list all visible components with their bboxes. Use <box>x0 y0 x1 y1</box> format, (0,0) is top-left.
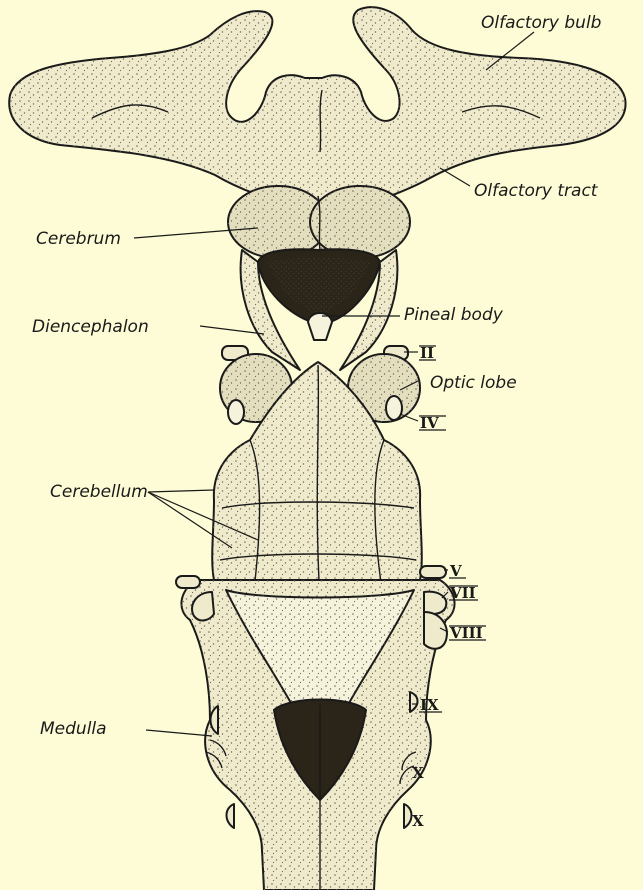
nerve-label-v: V <box>449 562 462 580</box>
label-optic-lobe: Optic lobe <box>430 373 517 393</box>
nerve-label-vii: VII <box>449 584 476 602</box>
nerve-label-viii: VIII <box>449 624 483 642</box>
nerve-label-ii: II <box>420 344 434 362</box>
medulla <box>181 580 454 890</box>
label-medulla: Medulla <box>40 719 107 739</box>
nerve-label-ix: IX <box>420 696 439 714</box>
third-ventricle <box>258 249 380 322</box>
pineal-body <box>308 313 332 340</box>
label-pineal-body: Pineal body <box>404 305 504 325</box>
label-cerebellum: Cerebellum <box>50 482 148 502</box>
label-cerebrum: Cerebrum <box>36 229 121 249</box>
nerve-label-x-upper: X <box>412 764 424 782</box>
nerve-label-x-lower: X <box>412 812 424 830</box>
label-olfactory-tract: Olfactory tract <box>474 181 599 201</box>
label-olfactory-bulb: Olfactory bulb <box>481 13 601 33</box>
nerve-label-iv: IV <box>420 414 439 432</box>
label-diencephalon: Diencephalon <box>32 317 149 337</box>
